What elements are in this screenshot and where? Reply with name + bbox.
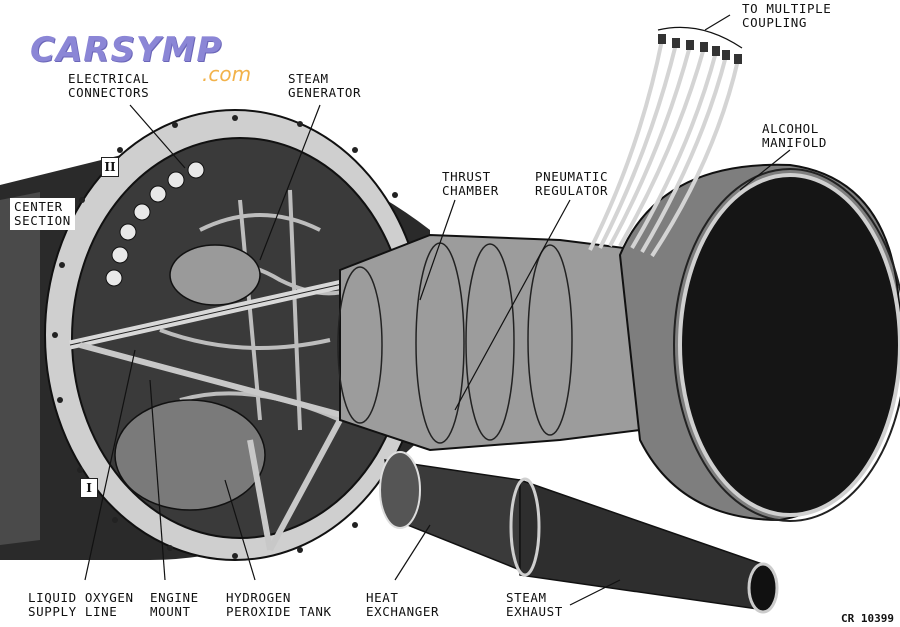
hydrogen-peroxide-tank-body	[114, 399, 266, 511]
label-center-section: CENTER SECTION	[10, 198, 75, 230]
heat-exchanger-flange	[379, 451, 421, 529]
label-liquid-oxygen-supply-line: LIQUID OXYGEN SUPPLY LINE	[28, 590, 134, 619]
reference-code: CR 10399	[841, 612, 894, 625]
logo-sub-text: .com	[202, 62, 252, 86]
site-logo: CARSYMP .com	[30, 30, 280, 88]
label-to-multiple-coupling: TO MULTIPLE COUPLING	[742, 1, 832, 30]
logo-main-text: CARSYMP	[30, 30, 223, 70]
label-steam-exhaust: STEAM EXHAUST	[506, 590, 563, 619]
label-pneumatic-regulator: PNEUMATIC REGULATOR	[535, 169, 609, 198]
exhaust-joint-ring	[509, 477, 541, 577]
label-heat-exchanger: HEAT EXCHANGER	[366, 590, 440, 619]
section-marker-lower: I	[80, 478, 98, 498]
alcohol-manifold-ring	[673, 168, 900, 522]
thrust-chamber-body	[339, 233, 641, 452]
steam-generator-body	[169, 244, 261, 306]
coupling-bracket	[657, 26, 743, 49]
hose-ends	[658, 34, 742, 64]
label-hydrogen-peroxide-tank: HYDROGEN PEROXIDE TANK	[226, 590, 332, 619]
label-thrust-chamber: THRUST CHAMBER	[442, 169, 499, 198]
pipe-outline	[69, 279, 361, 346]
engine-mount-struts	[79, 342, 361, 552]
fuselage-highlight	[0, 192, 40, 545]
label-electrical-connectors: ELECTRICAL CONNECTORS	[68, 71, 150, 100]
steam-exhaust-outlet	[747, 562, 779, 614]
leader-lines	[84, 14, 791, 606]
label-alcohol-manifold: ALCOHOL MANIFOLD	[762, 121, 828, 150]
section-marker-upper: II	[101, 157, 119, 177]
electrical-connector-holes	[105, 161, 205, 287]
coupling-hoses	[588, 39, 740, 258]
internal-plumbing	[159, 189, 351, 431]
nozzle-exit	[678, 173, 900, 517]
label-steam-generator: STEAM GENERATOR	[288, 71, 362, 100]
label-engine-mount: ENGINE MOUNT	[150, 590, 199, 619]
